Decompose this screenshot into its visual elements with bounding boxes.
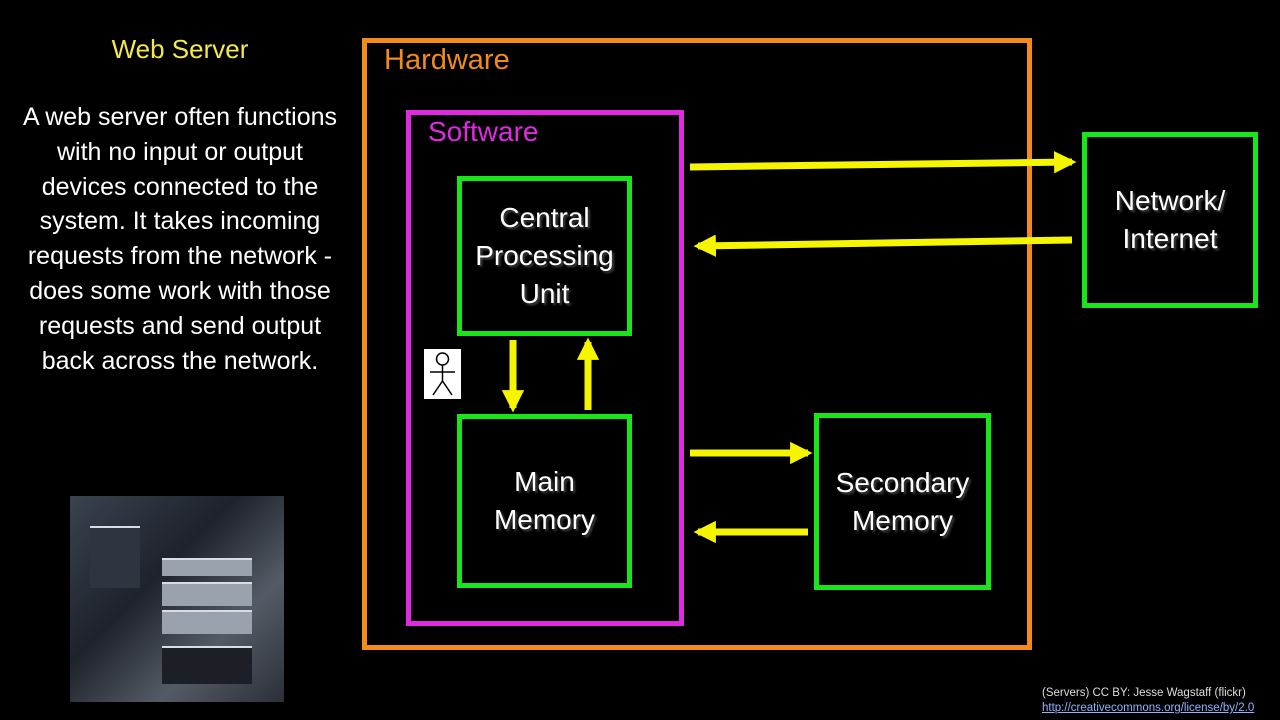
arrow-to-network bbox=[689, 151, 1077, 174]
image-credit: (Servers) CC BY: Jesse Wagstaff (flickr)… bbox=[1042, 686, 1278, 716]
main-memory-box: Main Memory bbox=[457, 414, 632, 588]
software-label: Software bbox=[428, 116, 539, 147]
rack-unit bbox=[162, 582, 252, 606]
cable-bundle bbox=[90, 526, 140, 588]
cpu-box: Central Processing Unit bbox=[457, 176, 632, 336]
hardware-label: Hardware bbox=[384, 44, 510, 76]
secondary-memory-box: Secondary Memory bbox=[814, 413, 991, 590]
arrow-from-network bbox=[693, 234, 1073, 257]
rack-unit bbox=[162, 646, 252, 684]
stick-figure-icon bbox=[424, 349, 461, 399]
network-box: Network/ Internet bbox=[1082, 132, 1258, 308]
server-rack-photo bbox=[70, 496, 284, 702]
rack-unit bbox=[162, 610, 252, 634]
credit-license-link[interactable]: http://creativecommons.org/license/by/2.… bbox=[1042, 702, 1255, 714]
description-text: A web server often functions with no inp… bbox=[22, 103, 338, 375]
credit-text: (Servers) CC BY: Jesse Wagstaff (flickr) bbox=[1042, 687, 1246, 699]
slide-title: Web Server bbox=[111, 34, 249, 64]
rack-unit bbox=[162, 558, 252, 576]
hardware-box bbox=[362, 38, 1032, 650]
software-box bbox=[406, 110, 684, 626]
